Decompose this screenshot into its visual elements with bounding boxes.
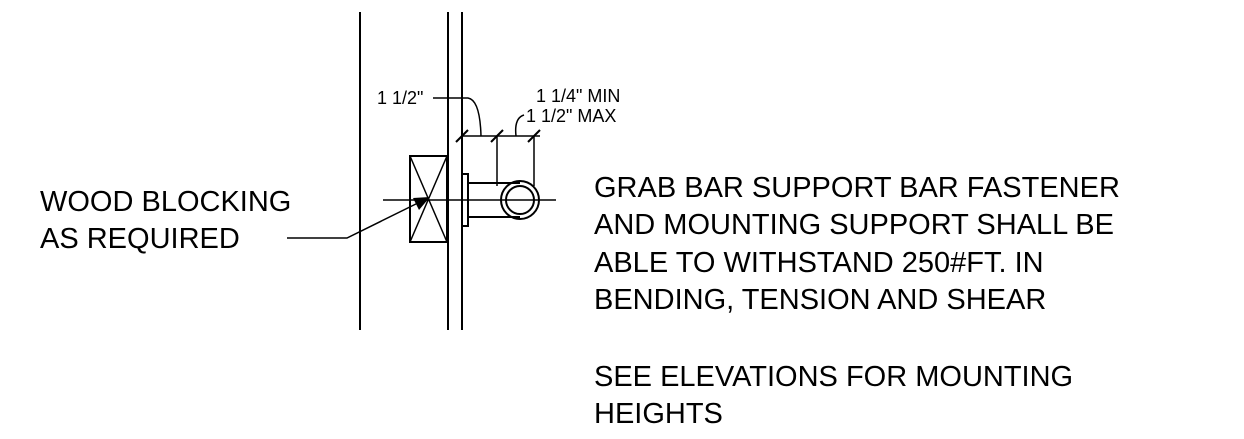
callout-leader: [287, 197, 430, 239]
mounting-flange: [461, 173, 469, 227]
note-requirement-line-4: BENDING, TENSION AND SHEAR: [594, 284, 1046, 316]
note-reference-line-1: SEE ELEVATIONS FOR MOUNTING: [594, 361, 1073, 393]
note-requirement-line-3: ABLE TO WITHSTAND 250#FT. IN: [594, 247, 1044, 279]
leader-clearance: [514, 114, 525, 137]
dimension-label-clearance-max: 1 1/2" MAX: [526, 106, 616, 126]
note-reference-line-2: HEIGHTS: [594, 398, 723, 430]
dimension-string: [433, 97, 541, 186]
tick-1: [455, 129, 469, 143]
grab-bar: [461, 173, 540, 227]
blocking-diagonal-2: [409, 155, 448, 243]
callout-line-2: AS REQUIRED: [40, 223, 240, 255]
bar-outer-circle: [500, 180, 540, 220]
arrowhead: [413, 197, 430, 210]
tick-2: [490, 129, 504, 143]
note-requirement-line-1: GRAB BAR SUPPORT BAR FASTENER: [594, 172, 1120, 204]
callout-line-1: WOOD BLOCKING: [40, 186, 291, 218]
dimension-label-clearance-min: 1 1/4" MIN: [536, 86, 620, 106]
leader-wood-blocking: [287, 199, 425, 239]
tick-3: [527, 129, 541, 143]
note-requirement-line-2: AND MOUNTING SUPPORT SHALL BE: [594, 209, 1114, 241]
wood-blocking: [409, 155, 448, 243]
dimension-label-blocking-offset: 1 1/2": [377, 88, 423, 108]
leader-blocking-offset: [433, 97, 482, 137]
bar-inner-circle: [505, 185, 535, 215]
blocking-rect: [409, 155, 448, 243]
